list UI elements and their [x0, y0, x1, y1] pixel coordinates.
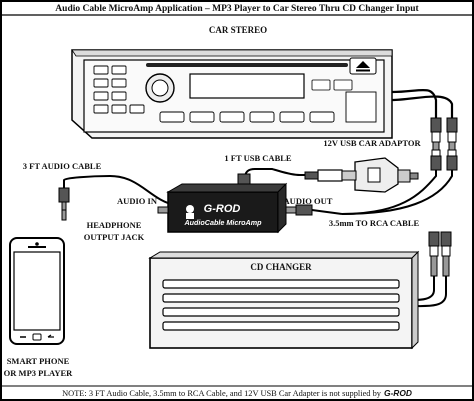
audio-in-label: AUDIO IN: [117, 196, 158, 206]
stereo-preset-buttons: [159, 111, 335, 123]
usb-cable: [244, 168, 305, 185]
cd-changer-label: CD CHANGER: [250, 262, 312, 272]
usb-adaptor-label: 12V USB CAR ADAPTOR: [323, 138, 421, 148]
audio-cable-plug-icon: [58, 187, 70, 221]
phone-label-line2: OR MP3 PLAYER: [4, 368, 73, 378]
audio-cable-label: 3 FT AUDIO CABLE: [23, 161, 102, 171]
audio-out-label: AUDIO OUT: [284, 196, 333, 206]
audio-in-plug-icon: [157, 206, 169, 214]
usb-car-adaptor-icon: [354, 157, 419, 193]
stereo-display: [189, 73, 305, 99]
car-stereo: [71, 49, 393, 139]
stereo-left-buttons: [93, 65, 145, 114]
eject-icon: [349, 57, 377, 75]
phone-label-line1: SMART PHONE: [7, 356, 70, 366]
footer-note: NOTE: 3 FT Audio Cable, 3.5mm to RCA Cab…: [62, 389, 382, 398]
stereo-rca-input-cables: [391, 88, 454, 118]
car-stereo-label: CAR STEREO: [209, 25, 267, 35]
rca-plugs-cd-changer-icon: [428, 231, 452, 277]
headphone-jack-label-line1: HEADPHONE: [87, 220, 142, 230]
usb-cable-label: 1 FT USB CABLE: [224, 153, 291, 163]
diagram-title: Audio Cable MicroAmp Application – MP3 P…: [55, 4, 419, 14]
volume-knob-icon: [145, 73, 175, 103]
usb-plug-icon: [304, 169, 357, 182]
g-rod-logo: G-ROD: [186, 203, 240, 219]
audio-cable: [63, 174, 176, 206]
smartphone-icon: [9, 237, 65, 345]
cd-slot: [146, 63, 348, 67]
audio-out-plug-icon: [285, 204, 343, 216]
footer-note-brand: G-ROD: [384, 388, 412, 398]
cd-changer: [148, 250, 420, 350]
device-brand: G-ROD: [204, 203, 241, 215]
device-model: AudioCable MicroAmp: [183, 218, 262, 227]
rca-cable-label: 3.5mm TO RCA CABLE: [329, 218, 420, 228]
headphone-jack-label-line2: OUTPUT JACK: [84, 232, 145, 242]
rca-connector-icon: [430, 117, 458, 171]
cd-changer-slots: [162, 279, 400, 331]
microamp-device: G-ROD AudioCable MicroAmp: [166, 182, 288, 234]
